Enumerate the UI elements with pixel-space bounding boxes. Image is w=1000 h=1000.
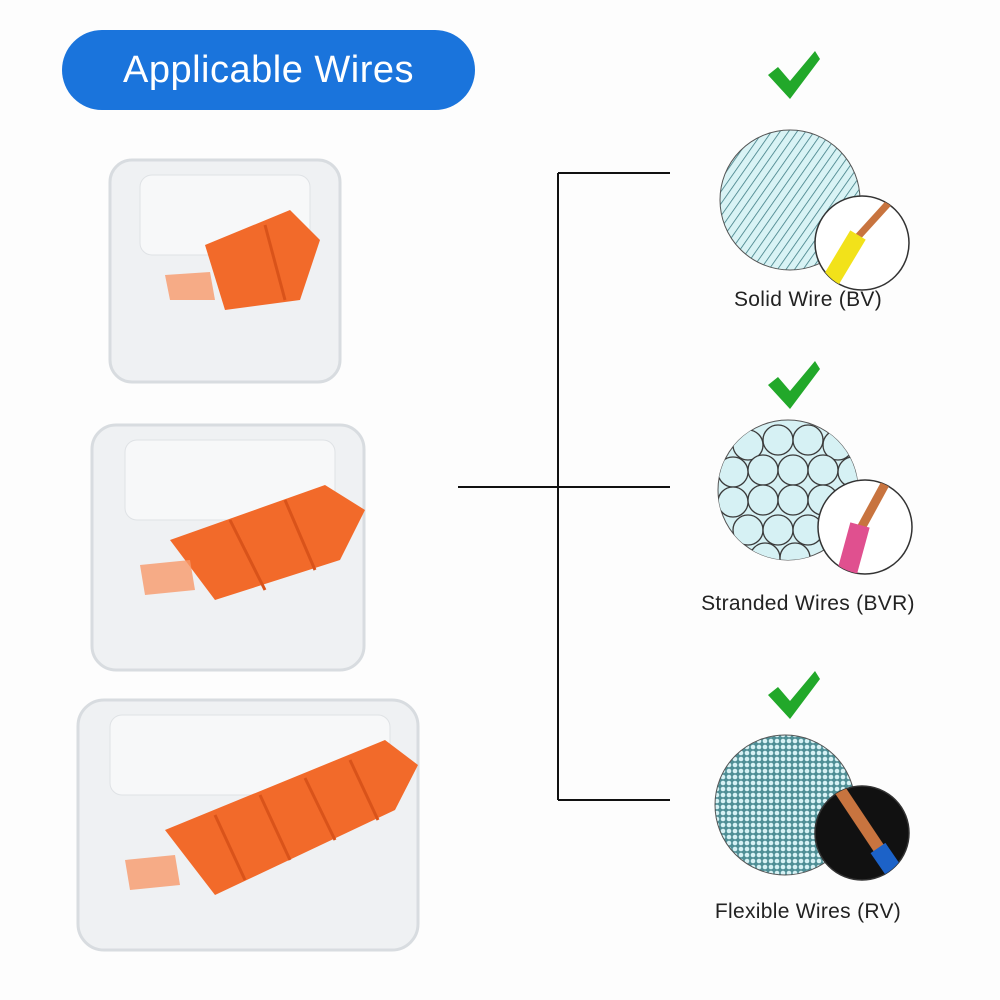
solid-wire-label: Solid Wire (BV) — [733, 288, 883, 311]
stranded-wire-icon — [717, 419, 913, 575]
connector-5-way — [76, 698, 420, 952]
connector-2-way — [108, 158, 342, 384]
check-icon — [768, 51, 820, 99]
bracket-lines — [458, 172, 670, 801]
applicable-wires-title: Applicable Wires — [62, 30, 475, 110]
flexible-wire-label: Flexible Wires (RV) — [714, 900, 902, 923]
flexible-wire-icon — [714, 734, 910, 881]
connector-3-way — [90, 423, 366, 672]
solid-wire-icon — [719, 129, 910, 291]
stranded-wire-label: Stranded Wires (BVR) — [701, 592, 915, 615]
check-icon — [768, 361, 820, 409]
check-icon — [768, 671, 820, 719]
